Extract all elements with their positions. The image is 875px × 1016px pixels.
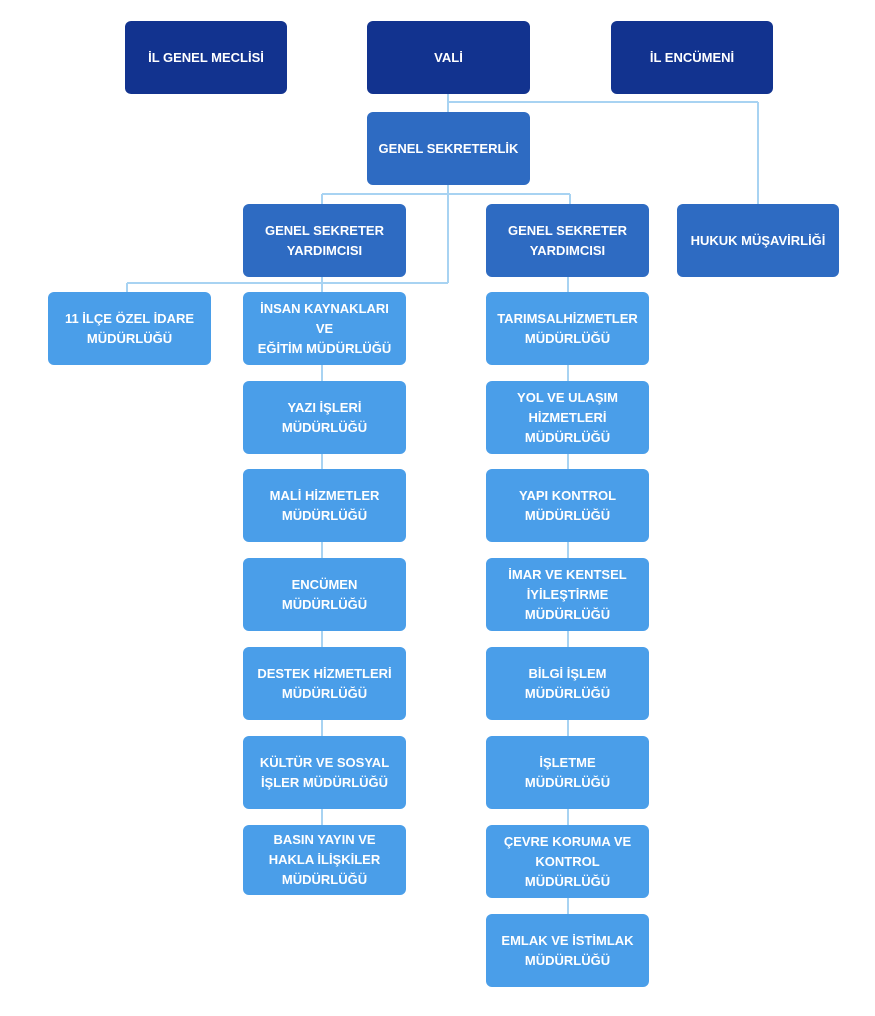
right-unit-box: YAPI KONTROL MÜDÜRLÜĞÜ xyxy=(486,469,649,542)
right-unit-box: YOL VE ULAŞIM HİZMETLERİ MÜDÜRLÜĞÜ xyxy=(486,381,649,454)
right-unit-box: İMAR VE KENTSEL İYİLEŞTİRME MÜDÜRLÜĞÜ xyxy=(486,558,649,631)
left-unit-box: MALİ HİZMETLER MÜDÜRLÜĞÜ xyxy=(243,469,406,542)
left-unit-box: DESTEK HİZMETLERİ MÜDÜRLÜĞÜ xyxy=(243,647,406,720)
il-encumeni-box: İL ENCÜMENİ xyxy=(611,21,773,94)
right-unit-box: EMLAK VE İSTİMLAK MÜDÜRLÜĞÜ xyxy=(486,914,649,987)
il-genel-meclisi-box: İL GENEL MECLİSİ xyxy=(125,21,287,94)
right-unit-box: İŞLETME MÜDÜRLÜĞÜ xyxy=(486,736,649,809)
right-unit-box: BİLGİ İŞLEM MÜDÜRLÜĞÜ xyxy=(486,647,649,720)
right-unit-box: ÇEVRE KORUMA VE KONTROL MÜDÜRLÜĞÜ xyxy=(486,825,649,898)
vali-box: VALİ xyxy=(367,21,530,94)
ilce-ozel-idare-box: 11 İLÇE ÖZEL İDARE MÜDÜRLÜĞÜ xyxy=(48,292,211,365)
left-unit-box: KÜLTÜR VE SOSYAL İŞLER MÜDÜRLÜĞÜ xyxy=(243,736,406,809)
left-unit-box: İNSAN KAYNAKLARI VE EĞİTİM MÜDÜRLÜĞÜ xyxy=(243,292,406,365)
genel-sekreter-yardimcisi-right-box: GENEL SEKRETER YARDIMCISI xyxy=(486,204,649,277)
left-unit-box: ENCÜMEN MÜDÜRLÜĞÜ xyxy=(243,558,406,631)
right-unit-box: TARIMSALHİZMETLER MÜDÜRLÜĞÜ xyxy=(486,292,649,365)
left-unit-box: YAZI İŞLERİ MÜDÜRLÜĞÜ xyxy=(243,381,406,454)
left-unit-box: BASIN YAYIN VE HAKLA İLİŞKİLER MÜDÜRLÜĞÜ xyxy=(243,825,406,895)
genel-sekreterlik-box: GENEL SEKRETERLİK xyxy=(367,112,530,185)
genel-sekreter-yardimcisi-left-box: GENEL SEKRETER YARDIMCISI xyxy=(243,204,406,277)
hukuk-musavirligi-box: HUKUK MÜŞAVİRLİĞİ xyxy=(677,204,839,277)
